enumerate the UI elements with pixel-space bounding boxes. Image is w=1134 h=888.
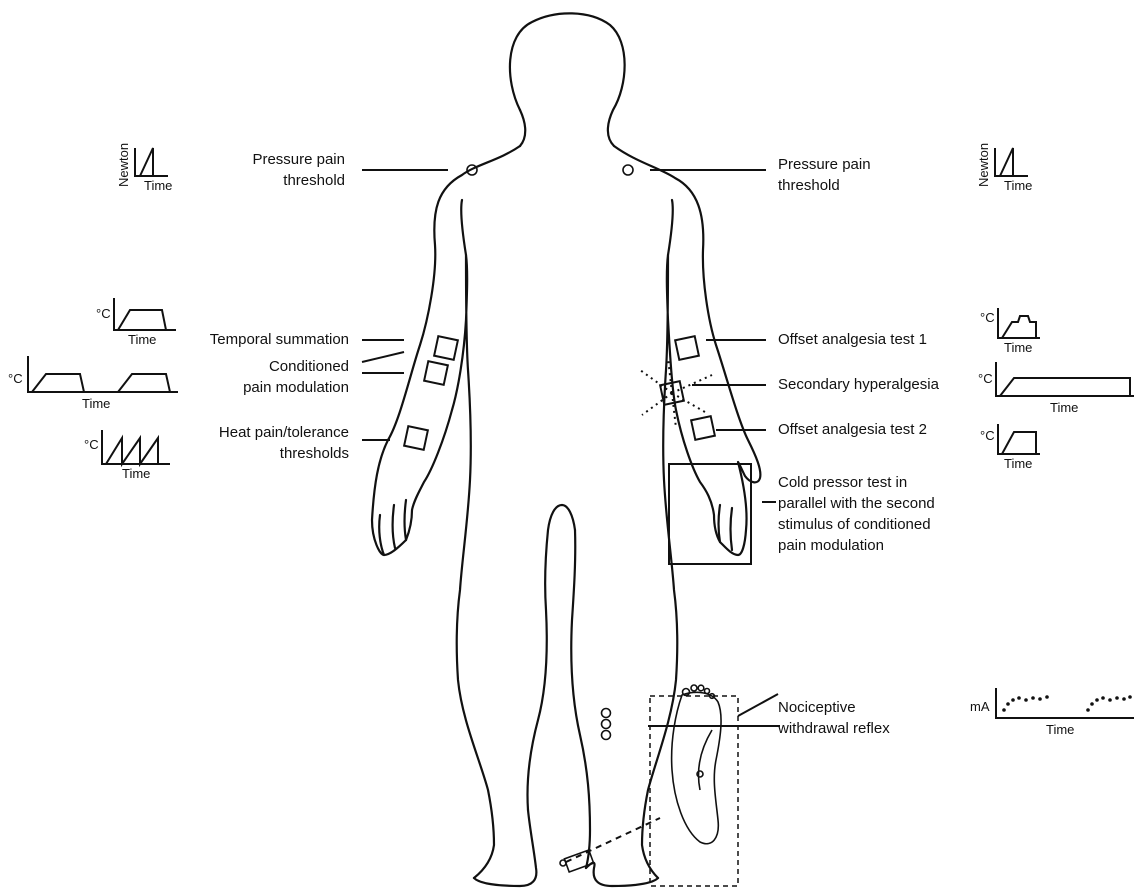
cold-label-2: parallel with the second <box>778 495 935 512</box>
left-inner-arm <box>461 200 466 255</box>
offset-test-1-site <box>675 336 699 360</box>
celsius-axis-label: °C <box>978 371 993 386</box>
nwr-label-2: withdrawal reflex <box>777 720 890 737</box>
time-axis-label: Time <box>1046 722 1074 737</box>
milliamp-axis-label: mA <box>970 699 990 714</box>
offset-2-label: Offset analgesia test 2 <box>778 421 927 438</box>
cold-label-3: stimulus of conditioned <box>778 516 931 533</box>
foot-inset-connector <box>566 818 660 862</box>
cpm-label-2: pain modulation <box>243 379 349 396</box>
nwr-stimulus-dots <box>1002 695 1132 712</box>
cpm-label-1: Conditioned <box>269 358 349 375</box>
toe-2 <box>691 685 697 691</box>
celsius-axis-label: °C <box>96 306 111 321</box>
time-axis-label: Time <box>1004 340 1032 355</box>
right-foot <box>586 863 658 886</box>
sole-curve <box>699 730 713 790</box>
heat-label-2: thresholds <box>280 445 349 462</box>
temporal-summation-graph: °C Time <box>96 298 176 347</box>
right-inner-arm <box>668 200 673 255</box>
nwr-graph: mA Time <box>970 688 1134 737</box>
time-axis-label: Time <box>128 332 156 347</box>
toe-4 <box>705 689 710 694</box>
time-axis-label: Time <box>1004 178 1032 193</box>
ppt-left-label-2: threshold <box>283 172 345 189</box>
crotch <box>562 505 575 530</box>
body-outline <box>372 13 760 886</box>
offset-2-graph: °C Time <box>980 424 1040 471</box>
celsius-axis-label: °C <box>8 371 23 386</box>
celsius-axis-label: °C <box>980 428 995 443</box>
left-inner-leg <box>527 505 562 810</box>
newton-axis-label: Newton <box>976 143 991 187</box>
toe-3 <box>698 685 704 691</box>
time-axis-label: Time <box>144 178 172 193</box>
cold-pressor-box <box>669 464 751 564</box>
temporal-summation-label: Temporal summation <box>210 331 349 348</box>
ppt-right-label-2: threshold <box>778 177 840 194</box>
time-axis-label: Time <box>1050 400 1078 415</box>
offset-1-label: Offset analgesia test 1 <box>778 331 927 348</box>
pressure-graph-left: Newton Time <box>116 143 172 193</box>
head-outline <box>510 13 625 146</box>
secondary-hyperalgesia-label: Secondary hyperalgesia <box>778 376 940 393</box>
pressure-graph-right: Newton Time <box>976 143 1032 193</box>
leg-electrode-3 <box>602 731 611 740</box>
ppt-left-label-1: Pressure pain <box>252 151 345 168</box>
heat-label-1: Heat pain/tolerance <box>219 424 349 441</box>
time-axis-label: Time <box>122 466 150 481</box>
offset-1-graph: °C Time <box>980 308 1040 355</box>
cpm-graph: °C Time <box>8 356 178 411</box>
temporal-summation-site <box>434 336 458 360</box>
foot-sole-icon <box>672 692 721 843</box>
time-axis-label: Time <box>1004 456 1032 471</box>
cold-label-4: pain modulation <box>778 537 884 554</box>
offset-test-2-site <box>691 416 715 440</box>
right-side-outline <box>614 146 760 878</box>
leg-electrode-2 <box>602 720 611 729</box>
secondary-hyperalgesia-graph: °C Time <box>978 362 1134 415</box>
cold-label-1: Cold pressor test in <box>778 474 907 491</box>
celsius-axis-label: °C <box>84 437 99 452</box>
right-inner-leg <box>571 530 590 868</box>
leg-electrode-1 <box>602 709 611 718</box>
right-shoulder-marker <box>623 165 633 175</box>
heat-threshold-site <box>404 426 428 450</box>
heat-threshold-graph: °C Time <box>84 430 170 481</box>
nwr-label-1: Nociceptive <box>778 699 856 716</box>
newton-axis-label: Newton <box>116 143 131 187</box>
cpm-site <box>424 361 448 385</box>
neck-left <box>520 110 525 146</box>
ppt-right-label-1: Pressure pain <box>778 156 871 173</box>
celsius-axis-label: °C <box>980 310 995 325</box>
foot-inset-box <box>650 696 738 886</box>
left-hand <box>379 500 406 555</box>
left-foot <box>474 810 536 886</box>
time-axis-label: Time <box>82 396 110 411</box>
